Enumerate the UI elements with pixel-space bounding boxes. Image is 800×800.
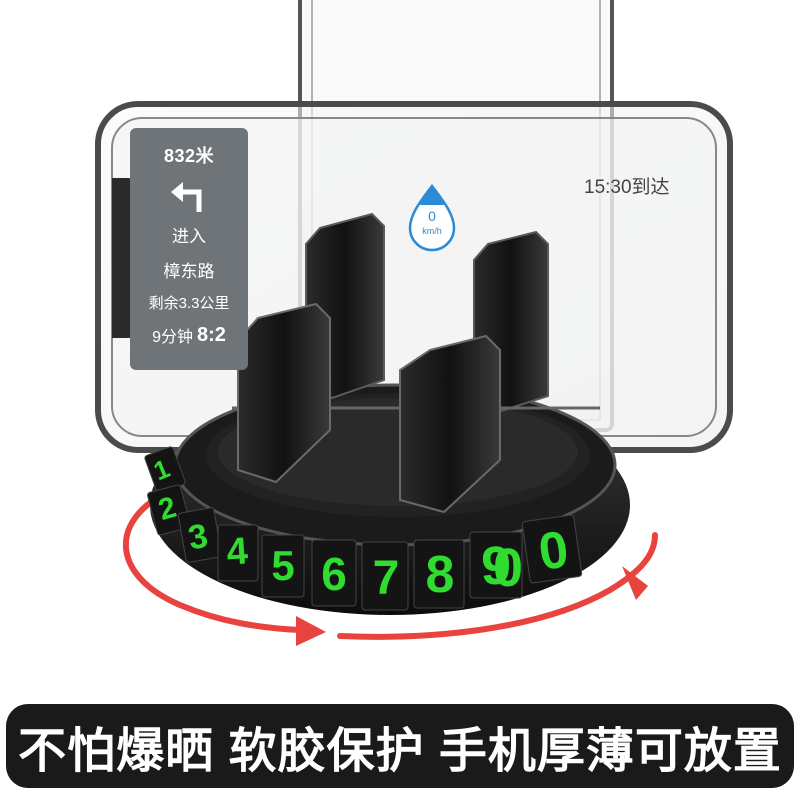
feature-banner: 不怕爆晒 软胶保护 手机厚薄可放置 [6,704,794,788]
dial-number: 6 [321,548,347,600]
dial-ring [144,446,583,611]
nav-time-label: 9分钟 [152,329,193,346]
dial-number: 4 [225,530,249,573]
nav-road: 樟东路 [163,262,215,281]
nav-remaining: 剩余3.3公里 [148,295,230,312]
dial-number: 9 [481,536,511,596]
nav-action: 进入 [172,227,206,246]
holder-arm-front-right [399,334,501,514]
nav-time: 9分钟 8:2 [152,323,226,347]
rotation-arrow-icon [123,489,658,646]
water-drop-icon [408,183,456,252]
navigation-card: 832米 进入 樟东路 剩余3.3公里 9分钟 8:2 [130,128,248,370]
dial-number: 7 [373,552,400,605]
nav-time-digits: 8:2 [197,323,226,346]
banner-text: 不怕爆晒 软胶保护 手机厚薄可放置 [18,725,782,778]
nav-distance: 832米 [163,146,215,166]
speed-unit: km/h [422,226,442,236]
dial-number: 5 [271,542,294,589]
dial-number: 0 [493,538,523,598]
dial-number: 8 [426,546,455,604]
turn-left-arrow-icon [171,182,202,212]
speed-value: 0 [428,208,436,224]
arrival-time: 15:30到达 [584,177,670,198]
water-drop-top-icon [420,186,444,205]
